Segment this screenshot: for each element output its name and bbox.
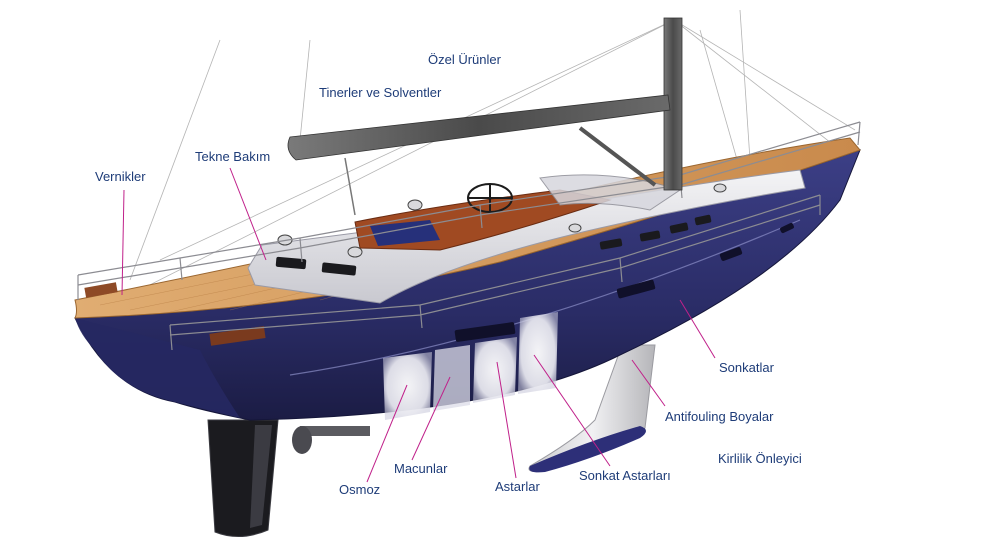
- label-kirlilik-onleyici[interactable]: Kirlilik Önleyici: [718, 451, 802, 466]
- boom: [287, 94, 671, 161]
- leader-sonkatlar: [679, 299, 716, 359]
- boom-vang: [578, 126, 657, 187]
- label-astarlar[interactable]: Astarlar: [495, 479, 540, 494]
- leader-osmoz: [366, 384, 408, 483]
- label-tinerler-ve-solventler[interactable]: Tinerler ve Solventler: [319, 85, 442, 100]
- label-macunlar[interactable]: Macunlar: [394, 461, 448, 476]
- leader-astarlar: [496, 361, 517, 479]
- helm-wheel: [467, 183, 513, 213]
- rigging: [119, 9, 856, 301]
- rudder-shade: [250, 425, 272, 528]
- keel-bulb: [529, 426, 646, 473]
- cabin-windows: [275, 214, 712, 276]
- label-ozel-urunler[interactable]: Özel Ürünler: [428, 52, 501, 67]
- label-osmoz[interactable]: Osmoz: [339, 482, 381, 497]
- aft-hatch: [84, 282, 118, 298]
- cockpit-hatch: [209, 326, 266, 346]
- cockpit-seat: [370, 220, 440, 246]
- mainsheet: [344, 157, 356, 216]
- leader-sonkat-astarlari: [533, 354, 611, 467]
- leader-antifouling: [631, 359, 666, 407]
- label-vernikler[interactable]: Vernikler: [95, 169, 146, 184]
- propeller: [292, 426, 370, 454]
- label-antifouling-boyalar[interactable]: Antifouling Boyalar: [665, 409, 774, 424]
- transom: [75, 318, 240, 418]
- label-sonkatlar[interactable]: Sonkatlar: [719, 360, 774, 375]
- label-tekne-bakim[interactable]: Tekne Bakım: [195, 149, 271, 164]
- leader-vernikler: [121, 189, 125, 296]
- treatment-patches: [383, 312, 558, 420]
- leader-lines: [121, 167, 716, 483]
- leader-macunlar: [411, 376, 451, 461]
- leader-tekne-bakim: [229, 167, 267, 261]
- hull-portholes: [454, 222, 794, 342]
- label-sonkat-astarlari[interactable]: Sonkat Astarları: [579, 468, 671, 483]
